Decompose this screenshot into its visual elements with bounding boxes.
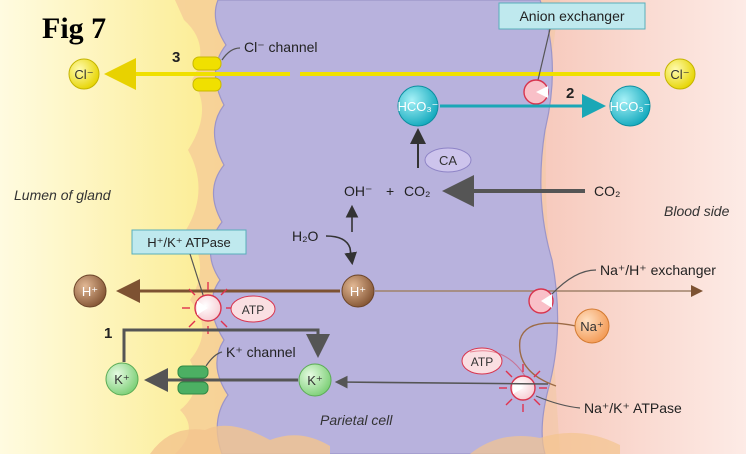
- na-h-exchanger-label: Na⁺/H⁺ exchanger: [600, 262, 716, 278]
- h-ion-cell-label: H⁺: [350, 284, 366, 299]
- anion-exchanger-label: Anion exchanger: [519, 8, 624, 24]
- k-channel-label: K⁺ channel: [226, 344, 296, 360]
- na-influx-curve: [518, 322, 577, 387]
- bottom-membrane-left: [150, 425, 330, 454]
- hco3-ion-blood-label: HCO₃⁻: [609, 99, 650, 114]
- atp-badge-hk: ATP: [230, 295, 276, 323]
- nak-pump-icon: [499, 364, 547, 412]
- nak-atpase-leader: [535, 395, 581, 409]
- h-ion-lumen: H⁺: [73, 274, 107, 308]
- anion-exchanger-icon: [523, 79, 549, 105]
- cl-ion-lumen-label: Cl⁻: [74, 67, 93, 82]
- cl-ion-blood-label: Cl⁻: [670, 67, 689, 82]
- hk-pump-icon: [182, 282, 234, 334]
- cl-channel-icon: [192, 56, 222, 92]
- k-ion-cell-label: K⁺: [307, 373, 323, 388]
- k-ion-lumen-label: K⁺: [114, 372, 130, 387]
- ca-enzyme: [424, 147, 472, 173]
- co2-blood-label: CO₂: [594, 183, 620, 199]
- na-ion-blood: Na⁺: [574, 308, 610, 344]
- step-number-2: 2: [566, 85, 574, 102]
- plus-label: +: [386, 183, 394, 199]
- step-number-3: 3: [172, 49, 180, 66]
- k-recycle-arrow: [122, 328, 330, 362]
- k-arrow-into-cell: [334, 375, 549, 389]
- atp-badge-nak: ATP: [461, 347, 503, 375]
- atp-label-hk: ATP: [242, 303, 264, 317]
- hk-atpase-leader: [189, 253, 205, 299]
- cl-channel-label: Cl⁻ channel: [244, 39, 318, 55]
- hk-atpase-box: [131, 229, 247, 255]
- figure-label: Fig 7: [42, 12, 106, 45]
- k-channel-icon: [177, 365, 209, 395]
- cl-channel-leader: [221, 47, 241, 61]
- na-h-exchanger-icon: [528, 288, 554, 314]
- k-channel-leader: [205, 351, 223, 367]
- nak-atpase-label: Na⁺/K⁺ ATPase: [584, 400, 682, 416]
- nak-loop: [469, 350, 526, 377]
- na-ion-blood-label: Na⁺: [580, 319, 603, 334]
- h-ion-lumen-label: H⁺: [82, 284, 98, 299]
- k-ion-lumen: K⁺: [105, 362, 139, 396]
- atp-label-nak: ATP: [471, 355, 493, 369]
- co2-cell-label: CO₂: [404, 183, 430, 199]
- ca-label: CA: [439, 153, 457, 168]
- cl-ion-lumen: Cl⁻: [68, 58, 100, 90]
- blood-side-label: Blood side: [664, 203, 730, 219]
- h2o-arrow: [325, 235, 357, 266]
- bottom-membrane-right: [470, 432, 620, 454]
- step-number-1: 1: [104, 325, 112, 342]
- hco3-ion-blood: HCO₃⁻: [609, 85, 651, 127]
- h-ion-cell: H⁺: [341, 274, 375, 308]
- parietal-cell-label: Parietal cell: [320, 412, 393, 428]
- na-h-exchanger-leader: [551, 269, 597, 295]
- parietal-cell: [209, 0, 559, 454]
- oh-label: OH⁻: [344, 183, 372, 199]
- hco3-ion-cell: HCO₃⁻: [397, 85, 439, 127]
- hco3-ion-cell-label: HCO₃⁻: [397, 99, 438, 114]
- lumen-label: Lumen of gland: [14, 187, 112, 203]
- h2o-label: H₂O: [292, 228, 319, 244]
- cl-ion-blood: Cl⁻: [664, 58, 696, 90]
- anion-exchanger-leader: [537, 28, 551, 81]
- anion-exchanger-box: [498, 2, 646, 30]
- hk-atpase-label: H⁺/K⁺ ATPase: [147, 235, 231, 250]
- k-ion-cell: K⁺: [298, 363, 332, 397]
